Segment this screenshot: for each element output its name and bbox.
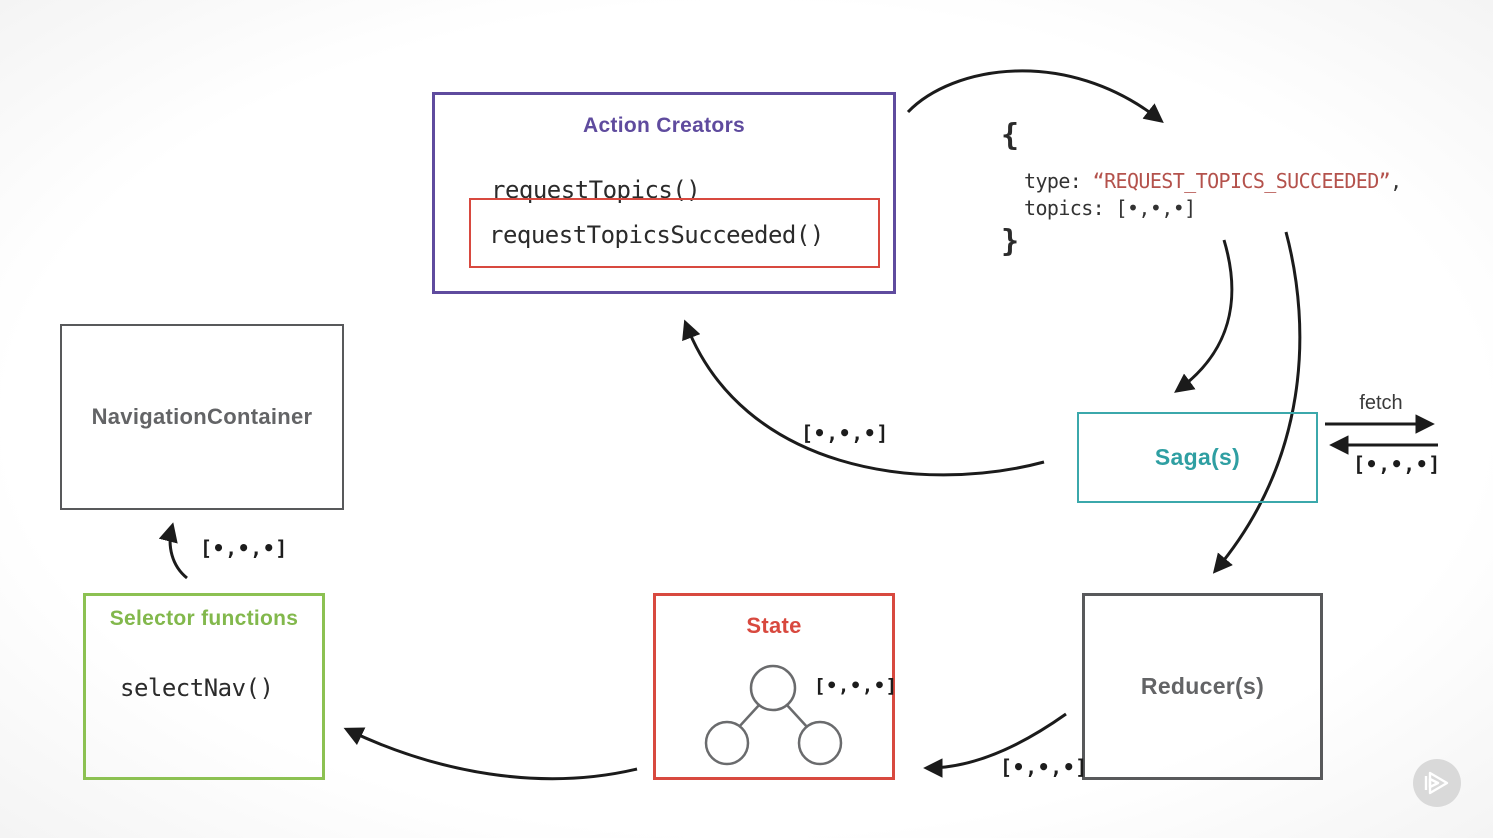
arrow-actioncreators-to-action-object: [906, 69, 1164, 124]
select-nav-function: selectNav(): [120, 674, 274, 702]
type-comma: ,: [1390, 169, 1402, 193]
action-creators-box: [432, 92, 896, 294]
fetch-payload-label: [•,•,•]: [1353, 452, 1441, 476]
action-object-close-brace: }: [1001, 224, 1020, 259]
navigation-container-box: [60, 324, 344, 510]
reducer-to-state-payload-label: [•,•,•]: [1000, 755, 1088, 779]
action-object-topics-line: topics: [•,•,•]: [1024, 196, 1196, 220]
saga-title: Saga(s): [1154, 444, 1241, 470]
arrow-state-to-selector: [343, 727, 638, 781]
arrow-action-object-to-saga: [1174, 239, 1234, 393]
selector-functions-box: [83, 593, 325, 780]
selector-functions-title: Selector functions: [109, 607, 299, 630]
pluralsight-play-icon: [1424, 771, 1449, 795]
reducer-title: Reducer(s): [1140, 673, 1265, 699]
selector-to-navigation-payload-label: [•,•,•]: [200, 536, 288, 560]
state-box: [653, 593, 895, 780]
action-object-type-line: type: “REQUEST_TOPICS_SUCCEEDED”,: [1024, 169, 1402, 193]
request-topics-succeeded-function: requestTopicsSucceeded(): [489, 221, 824, 249]
type-key: type:: [1024, 169, 1093, 193]
reducer-box: [1082, 593, 1323, 780]
state-payload-label: [•,•,•]: [814, 675, 898, 697]
arrow-selector-to-navigation: [158, 522, 188, 580]
arrow-saga-to-actioncreators: [682, 319, 1045, 477]
navigation-container-title: NavigationContainer: [91, 404, 313, 429]
saga-to-actioncreators-payload-label: [•,•,•]: [801, 421, 889, 445]
type-value: “REQUEST_TOPICS_SUCCEEDED”: [1092, 169, 1391, 193]
action-object-open-brace: {: [1001, 118, 1020, 153]
state-title: State: [746, 613, 802, 638]
highlight-box-request-topics-succeeded: [469, 198, 880, 268]
play-button[interactable]: [1413, 759, 1461, 807]
saga-box: [1077, 412, 1318, 503]
action-creators-title: Action Creators: [582, 114, 746, 137]
fetch-label: fetch: [1359, 392, 1403, 414]
arrow-action-object-to-reducer: [1212, 231, 1302, 574]
